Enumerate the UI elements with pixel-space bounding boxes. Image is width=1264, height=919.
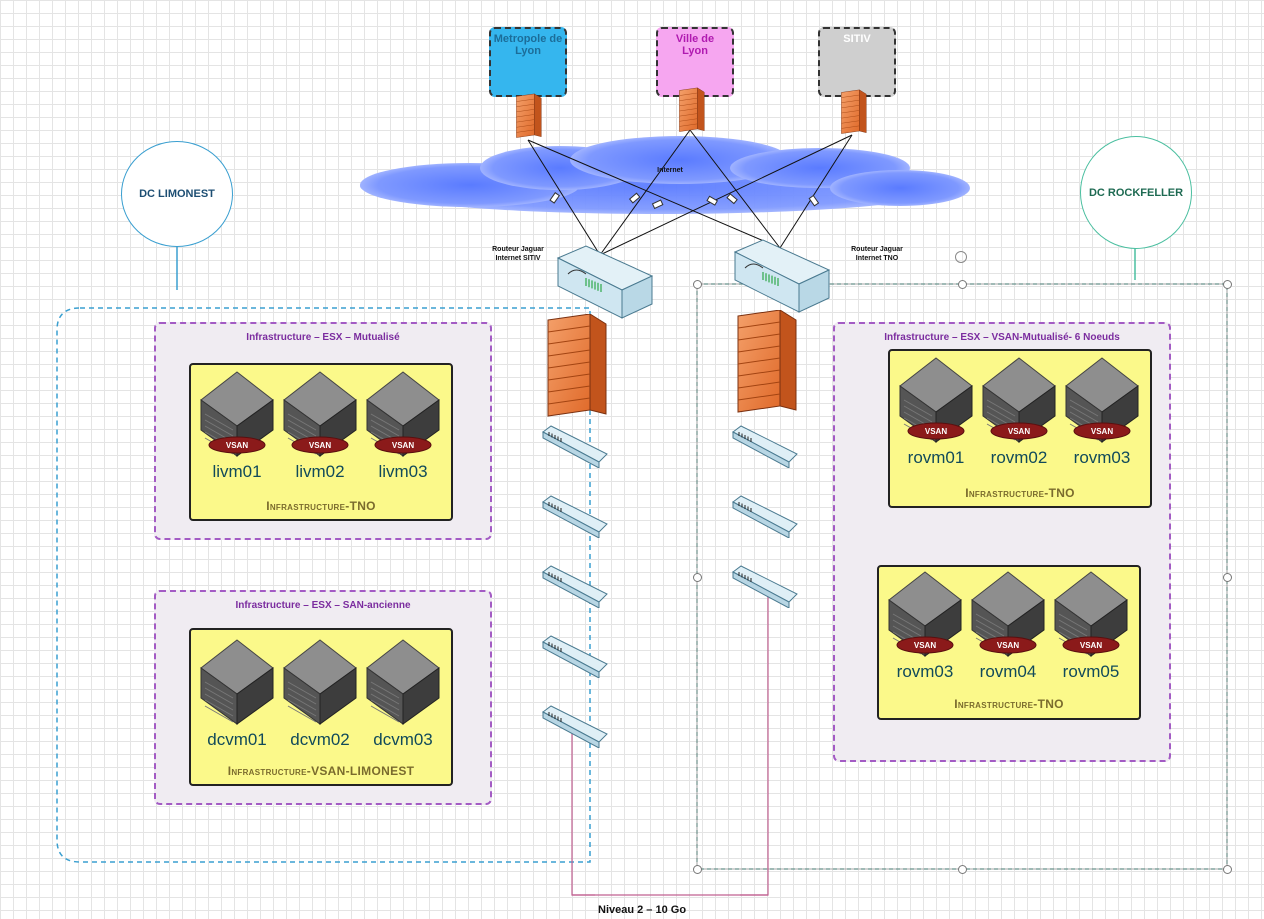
server-dcvm03: dcvm03 xyxy=(365,638,441,749)
internet-links xyxy=(527,129,853,256)
dc-rockfeller-circle: DC ROCKFELLER xyxy=(1080,136,1192,249)
vsan-badge: VSAN xyxy=(1080,641,1102,650)
vsan-badge: VSAN xyxy=(997,641,1019,650)
firewall-metropole-icon xyxy=(513,92,543,142)
site-sitiv-line1: SITIV xyxy=(843,33,871,45)
internet-cloud xyxy=(360,136,970,214)
server-name: rovm04 xyxy=(979,662,1037,681)
router-sitiv-label: Routeur Jaguar Internet SITIV xyxy=(478,245,558,263)
server-livm02: VSAN livm02 xyxy=(282,370,358,481)
server-name: dcvm02 xyxy=(290,730,350,749)
server-group-footer: Infrastructure-VSAN-LIMONEST xyxy=(227,764,415,778)
dc-rockfeller-label: DC ROCKFELLER xyxy=(1088,186,1184,199)
vsan-badge: VSAN xyxy=(1091,427,1113,436)
server-name: rovm03 xyxy=(1073,448,1131,467)
server-livm03: VSAN livm03 xyxy=(365,370,441,481)
server-group: dcvm01 dcvm02 dcvm03 Infrastructure-VSAN… xyxy=(189,628,453,786)
selection-handle[interactable] xyxy=(1223,280,1232,289)
vsan-badge: VSAN xyxy=(914,641,936,650)
selection-handle[interactable] xyxy=(1223,865,1232,874)
server-group-footer: Infrastructure-TNO xyxy=(965,486,1075,500)
switch-rockfeller-2-icon xyxy=(731,494,799,539)
server-group: VSAN rovm01 VSAN rovm02 VSAN rovm03 Infr… xyxy=(888,349,1152,508)
internet-cloud-label: Internet xyxy=(657,167,683,174)
link-markers xyxy=(549,192,820,210)
infra-block-title: Infrastructure – ESX – Mutualisé xyxy=(246,332,400,343)
router-sitiv-line2: Internet SITIV xyxy=(495,255,541,262)
dc-limonest-label: DC LIMONEST xyxy=(139,188,215,200)
zone-limonest-border xyxy=(56,307,591,863)
switch-limonest-1-icon xyxy=(541,424,609,469)
infra-block-title: Infrastructure – ESX – VSAN-Mutualisé- 6… xyxy=(884,332,1120,343)
server-name: livm03 xyxy=(378,462,428,481)
selection-handle[interactable] xyxy=(693,865,702,874)
server-rovm02: VSAN rovm02 xyxy=(981,356,1057,467)
selection-handle[interactable] xyxy=(693,573,702,582)
switch-limonest-3-icon xyxy=(541,564,609,609)
server-name: rovm01 xyxy=(907,448,965,467)
server-group-footer: Infrastructure-TNO xyxy=(954,697,1064,711)
router-tno-line2: Internet TNO xyxy=(855,255,899,262)
rotate-handle-icon[interactable] xyxy=(955,251,967,263)
firewall-ville-icon xyxy=(676,86,706,136)
server-rovm03: VSAN rovm03 xyxy=(1064,356,1140,467)
router-tno-label: Routeur Jaguar Internet TNO xyxy=(837,245,917,263)
switch-limonest-2-icon xyxy=(541,494,609,539)
server-name: dcvm01 xyxy=(207,730,267,749)
server-name: rovm03 xyxy=(896,662,954,681)
switch-limonest-5-icon xyxy=(541,704,609,749)
site-metropole-de-lyon: Metropole de Lyon xyxy=(489,27,567,97)
vsan-badge: VSAN xyxy=(925,427,947,436)
switch-limonest-4-icon xyxy=(541,634,609,679)
server-rovm01: VSAN rovm01 xyxy=(898,356,974,467)
server-group: VSAN rovm03 VSAN rovm04 VSAN rovm05 Infr… xyxy=(877,565,1141,720)
selection-handle[interactable] xyxy=(1223,573,1232,582)
vsan-badge: VSAN xyxy=(1008,427,1030,436)
server-rovm04: VSAN rovm04 xyxy=(970,570,1046,681)
server-name: livm01 xyxy=(212,462,262,481)
vsan-badge: VSAN xyxy=(392,441,414,450)
server-name: rovm02 xyxy=(990,448,1048,467)
server-dcvm02: dcvm02 xyxy=(282,638,358,749)
router-tno-icon xyxy=(733,238,833,316)
infra-block-title: Infrastructure – ESX – SAN-ancienne xyxy=(235,600,411,611)
selection-handle[interactable] xyxy=(958,865,967,874)
dc-limonest-circle: DC LIMONEST xyxy=(121,141,233,247)
firewall-sitiv-icon xyxy=(838,88,868,138)
site-ville-de-lyon: Ville de Lyon xyxy=(656,27,734,97)
switch-rockfeller-1-icon xyxy=(731,424,799,469)
selection-handle[interactable] xyxy=(958,280,967,289)
infra-block-esx-vsan-mutualise: Infrastructure – ESX – VSAN-Mutualisé- 6… xyxy=(833,322,1171,762)
site-metropole-line2: Lyon xyxy=(515,45,541,57)
server-dcvm01: dcvm01 xyxy=(199,638,275,749)
server-group: VSAN livm01 VSAN livm02 VSAN livm03 Infr… xyxy=(189,363,453,521)
firewall-limonest-icon xyxy=(540,313,610,422)
server-name: dcvm03 xyxy=(373,730,433,749)
site-metropole-line1: Metropole de xyxy=(493,33,563,45)
firewall-rockfeller-icon xyxy=(730,309,800,418)
site-ville-line1: Ville de xyxy=(675,33,715,45)
server-group-footer: Infrastructure-TNO xyxy=(266,499,376,513)
infra-block-esx-san-ancienne: Infrastructure – ESX – SAN-ancienne dcvm… xyxy=(154,590,492,805)
router-sitiv-line1: Routeur Jaguar xyxy=(492,246,544,253)
selection-handle[interactable] xyxy=(693,280,702,289)
level2-link-right xyxy=(740,590,769,896)
vsan-badge: VSAN xyxy=(309,441,331,450)
server-rovm05: VSAN rovm05 xyxy=(1053,570,1129,681)
server-name: rovm05 xyxy=(1062,662,1120,681)
switch-rockfeller-3-icon xyxy=(731,564,799,609)
level2-link xyxy=(571,730,595,896)
level2-link-label: Niveau 2 – 10 Go xyxy=(598,904,687,916)
server-livm01: VSAN livm01 xyxy=(199,370,275,481)
infra-block-esx-mutualise: Infrastructure – ESX – Mutualisé VSAN li… xyxy=(154,322,492,540)
router-sitiv-icon xyxy=(556,244,656,322)
server-name: livm02 xyxy=(295,462,345,481)
vsan-badge: VSAN xyxy=(226,441,248,450)
site-ville-line2: Lyon xyxy=(682,45,708,57)
router-tno-line1: Routeur Jaguar xyxy=(851,246,903,253)
site-sitiv: SITIV xyxy=(818,27,896,97)
server-rovm03-b: VSAN rovm03 xyxy=(887,570,963,681)
